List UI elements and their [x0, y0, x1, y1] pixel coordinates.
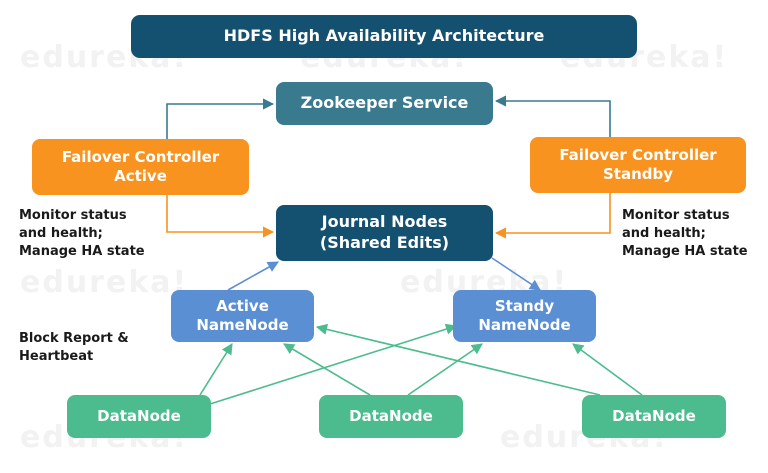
- arrow-datanode2-to-standby-namenode: [407, 343, 483, 396]
- arrow-datanode3-to-standby-namenode: [572, 343, 643, 396]
- monitor-label-right: Monitor status and health; Manage HA sta…: [622, 207, 748, 261]
- node-label-line: Active: [216, 296, 269, 315]
- node-label-line: Standby: [602, 165, 674, 183]
- label-line: and health;: [622, 225, 706, 241]
- diagram-title: HDFS High Availability Architecture: [131, 15, 637, 58]
- datanode-3: DataNode: [582, 395, 726, 438]
- datanode-1: DataNode: [67, 395, 211, 438]
- arrow-failover-standby-to-zookeeper: [494, 95, 611, 137]
- arrow-active-namenode-to-journal: [227, 261, 279, 291]
- label-line: Manage HA state: [19, 243, 145, 259]
- node-label-line: Standy: [494, 296, 555, 315]
- watermark: edureka!: [20, 265, 189, 300]
- node-label-line: NameNode: [478, 316, 571, 334]
- arrow-datanode1-to-active-namenode: [199, 343, 233, 396]
- arrow-datanode3-to-active-namenode: [315, 323, 601, 396]
- failover-controller-active-node: Failover Controller Active: [32, 139, 249, 195]
- active-namenode-node: Active NameNode: [171, 290, 314, 342]
- label-line: Block Report &: [19, 331, 129, 346]
- block-report-label: Block Report & Heartbeat: [19, 330, 129, 366]
- journal-nodes-node: Journal Nodes (Shared Edits): [276, 205, 493, 261]
- node-label-line: Failover Controller: [559, 145, 717, 164]
- label-line: Monitor status: [19, 208, 127, 223]
- node-label-line: NameNode: [196, 316, 289, 334]
- zookeeper-service-node: Zookeeper Service: [276, 82, 493, 125]
- label-line: Manage HA state: [622, 243, 748, 259]
- datanode-2: DataNode: [319, 395, 463, 438]
- failover-controller-standby-node: Failover Controller Standby: [530, 137, 746, 193]
- monitor-label-left: Monitor status and health; Manage HA sta…: [19, 207, 145, 261]
- arrow-datanode1-to-standby-namenode: [209, 323, 458, 405]
- arrow-failover-active-to-journal: [166, 195, 275, 238]
- node-label-line: Journal Nodes: [321, 212, 448, 232]
- node-label-line: (Shared Edits): [319, 233, 450, 252]
- standby-namenode-node: Standy NameNode: [453, 290, 596, 342]
- label-line: Heartbeat: [19, 348, 94, 364]
- arrow-failover-standby-to-journal: [494, 193, 611, 239]
- label-line: Monitor status: [622, 208, 730, 223]
- arrow-datanode2-to-active-namenode: [283, 343, 371, 396]
- arrow-failover-active-to-zookeeper: [166, 98, 275, 139]
- node-label-line: Failover Controller: [61, 147, 220, 166]
- arrow-journal-to-standby-namenode: [491, 257, 541, 291]
- node-label-line: Active: [114, 167, 167, 185]
- label-line: and health;: [19, 225, 103, 241]
